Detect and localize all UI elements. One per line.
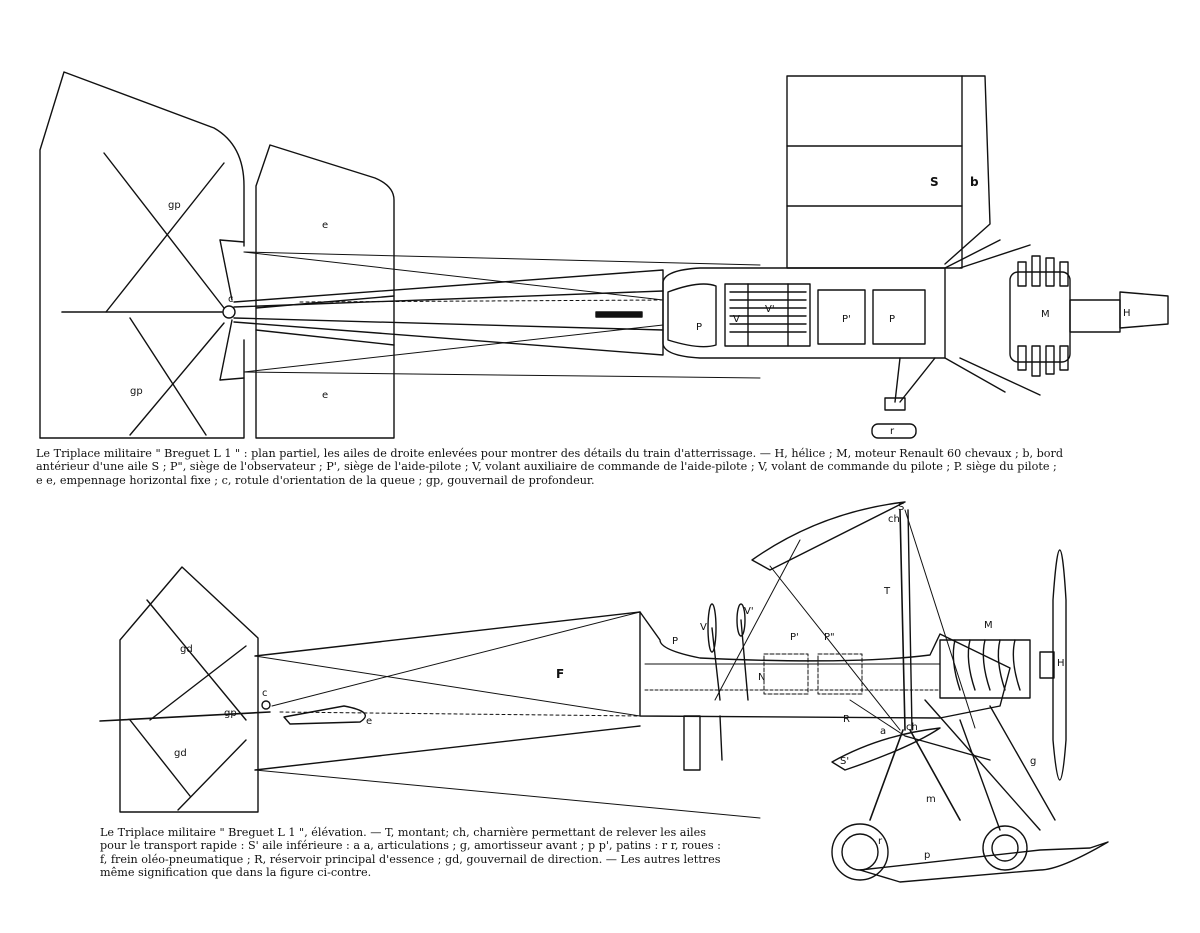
plan-labels: gp gp e e c S b P V V' P' P H M r (130, 175, 1131, 437)
elev-label-m-low: m (926, 794, 936, 805)
plan-wheel-r (871, 423, 917, 439)
plan-label-p-prime: P' (842, 314, 851, 325)
elev-label-s-prime: S' (840, 756, 849, 767)
elev-wheel-left (831, 823, 889, 881)
elev-label-ch-top: ch (888, 514, 900, 525)
plan-label-p-observer: P (696, 322, 702, 333)
elev-fuselage-f (639, 611, 1011, 719)
plan-label-c: c (228, 294, 234, 305)
elev-wheel-right (982, 825, 1028, 871)
elev-label-p-skid: p (924, 850, 930, 861)
elev-label-c: c (262, 688, 268, 699)
elev-label-gd-top: gd (180, 644, 193, 655)
plan-label-e-top: e (322, 220, 328, 231)
plan-label-s: S (930, 175, 939, 189)
elev-upper-wing-s (751, 501, 906, 571)
elev-label-v: V (700, 622, 707, 633)
plan-label-e-bottom: e (322, 390, 328, 401)
plan-seat-pilot (872, 289, 926, 345)
plan-wing-s (786, 75, 963, 269)
plan-label-r: r (890, 426, 895, 437)
elevation-labels: gd gd c gp e F P V V' P' P" N R S ch T M… (174, 502, 1065, 861)
elev-label-v-prime: V' (744, 606, 754, 617)
plan-label-m: M (1041, 309, 1050, 320)
plan-label-h: H (1123, 308, 1131, 319)
elev-label-n: N (758, 672, 765, 683)
elev-label-gd-bottom: gd (174, 748, 187, 759)
elev-label-f: F (556, 667, 564, 681)
elev-skid-p (859, 841, 1109, 883)
plan-caption-line1: Le Triplace militaire " Breguet L 1 " : … (36, 447, 1063, 460)
plan-view (39, 71, 1169, 439)
plan-label-p-pilot: P (889, 314, 895, 325)
elev-label-p-dbl: P" (824, 632, 835, 643)
plan-seat-aide (817, 289, 866, 345)
elev-caption-line3: f, frein oléo-pneumatique ; R, réservoir… (100, 852, 721, 866)
elev-label-g: g (1030, 756, 1036, 767)
elev-label-e: e (366, 716, 372, 727)
elev-engine-m (939, 639, 1031, 699)
plan-elevator-gp-top (39, 71, 245, 439)
elev-label-h: H (1057, 658, 1065, 669)
plan-stabilizer-e (255, 144, 395, 439)
plan-propeller-hub (1119, 291, 1169, 329)
elev-label-p: P (672, 636, 678, 647)
elev-label-a: a (880, 726, 886, 737)
elev-caption-line4: même signification que dans la figure ci… (100, 866, 372, 880)
elev-label-t: T (883, 586, 891, 597)
elev-label-s-top: S (898, 502, 904, 513)
plan-caption-line2: antérieur d'une aile S ; P", siège de l'… (36, 460, 1057, 474)
plan-elevator-gp-bottom (39, 339, 245, 439)
elev-caption-line2: pour le transport rapide : S' aile infér… (100, 839, 721, 853)
elevation-view (99, 501, 1109, 883)
elev-label-r-wheel: r (878, 836, 883, 847)
plan-label-gp-top: gp (168, 200, 181, 211)
elev-label-ch-low: ch (906, 722, 918, 733)
elev-lower-wing-s-prime (831, 727, 941, 771)
plan-seat-observer (667, 283, 717, 348)
plan-label-b: b (970, 175, 979, 189)
elev-label-m: M (984, 620, 993, 631)
plan-caption: Le Triplace militaire " Breguet L 1 " : … (36, 447, 1186, 487)
elev-label-r-tank: R (843, 714, 850, 725)
elev-propeller-h (1052, 549, 1067, 781)
plan-label-v: V (733, 314, 740, 325)
elev-rudder-gd (119, 566, 259, 813)
plan-caption-line3: e e, empennage horizontal fixe ; c, rotu… (36, 473, 595, 487)
plan-label-gp-bottom: gp (130, 386, 143, 397)
plan-engine (1009, 255, 1121, 377)
elev-label-p-prime: P' (790, 632, 799, 643)
elevation-caption: Le Triplace militaire " Breguet L 1 ", é… (100, 826, 800, 880)
elev-label-gp: gp (224, 708, 237, 719)
elev-caption-line1: Le Triplace militaire " Breguet L 1 ", é… (100, 826, 706, 839)
plan-label-v-prime: V' (765, 304, 775, 315)
